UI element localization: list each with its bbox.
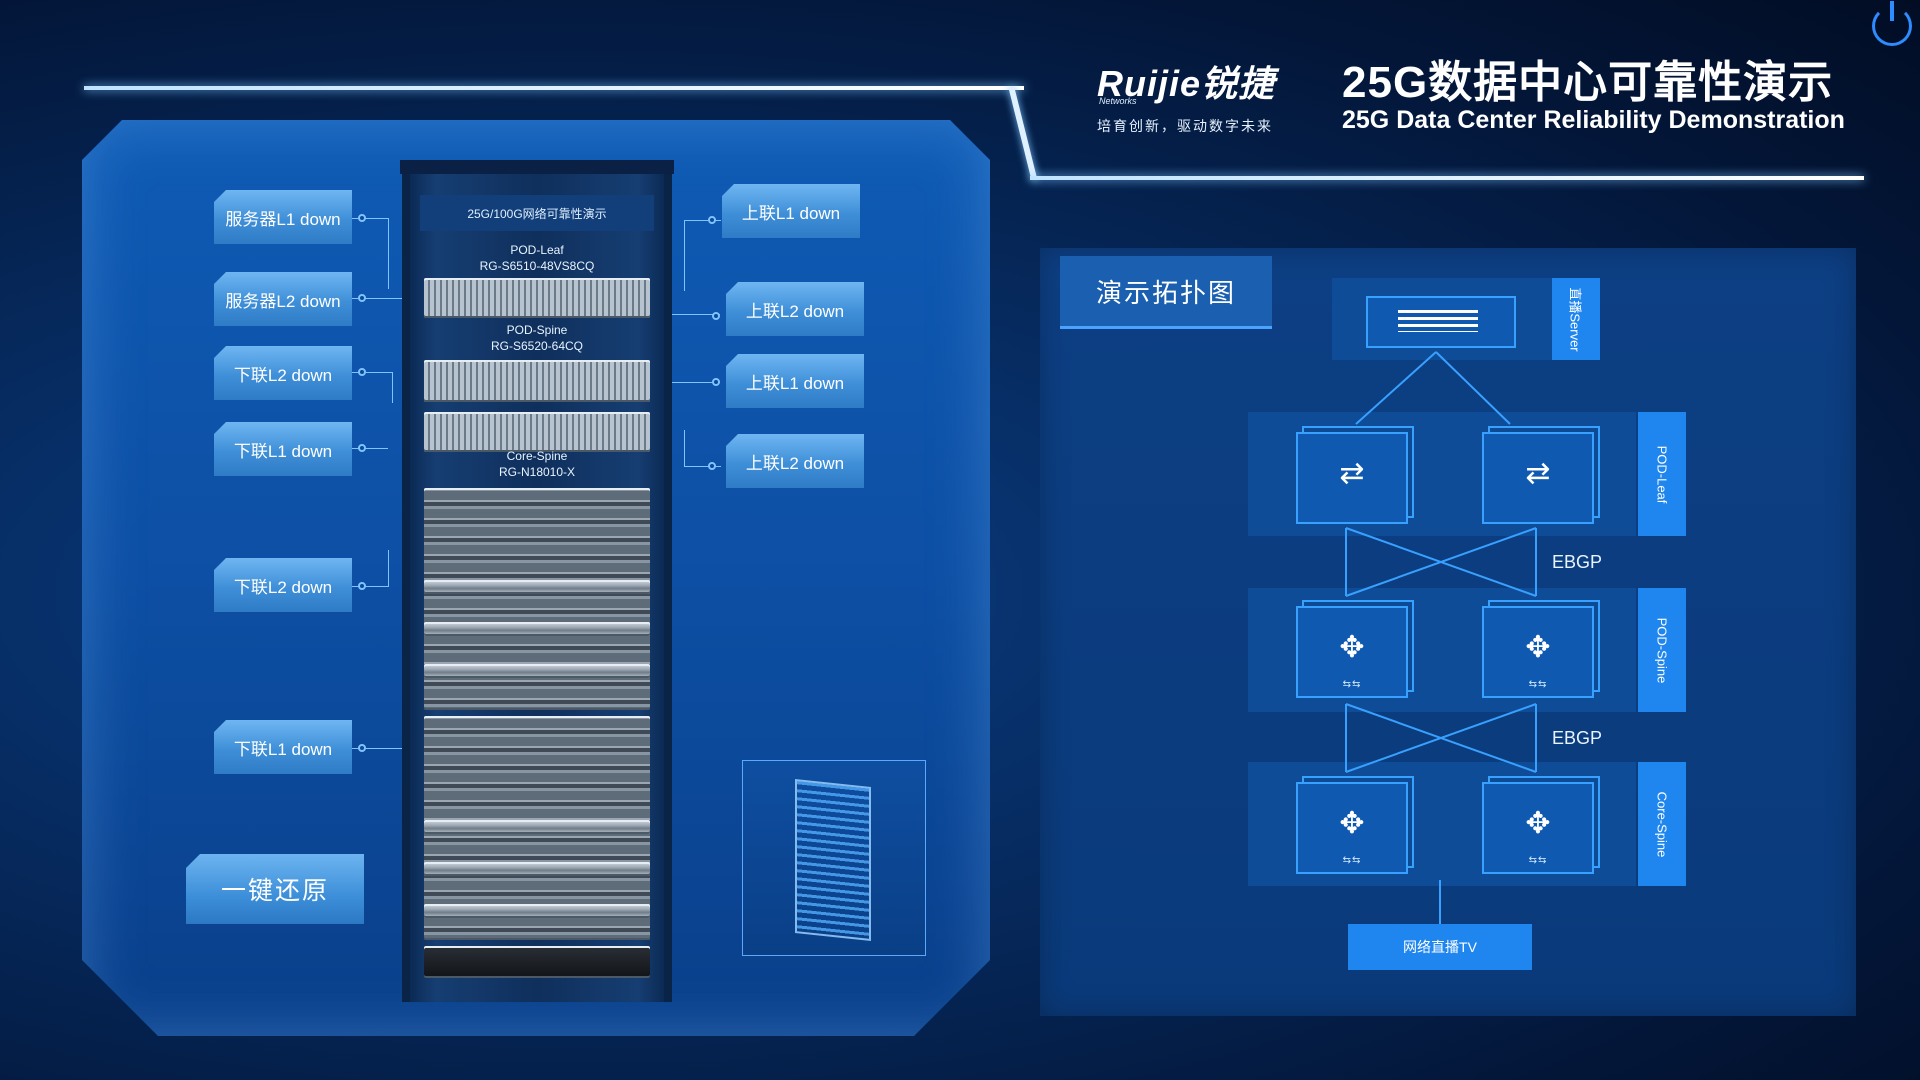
topology-tab[interactable]: 演示拓扑图 (1060, 256, 1272, 329)
switch-arrows-icon: ⇄ (1525, 457, 1551, 490)
pod-leaf-switch-1[interactable]: ⇄ (1296, 432, 1408, 524)
rack-thumbnail-icon (795, 779, 871, 941)
connector (684, 220, 721, 291)
downlink-l1-down-button-2[interactable]: 下联L1 down (214, 720, 352, 774)
connector-dot (358, 582, 366, 590)
core-spine-slot (424, 664, 650, 678)
connector-dot (358, 744, 366, 752)
rack-top (400, 160, 674, 174)
connector-dot (708, 462, 716, 470)
downlink-l2-down-button-2[interactable]: 下联L2 down (214, 558, 352, 612)
core-spine-model: RG-N18010-X (498, 465, 576, 479)
router-ports-icon: ⇆⇆ (1342, 855, 1362, 866)
uplink-l2-down-button-2[interactable]: 上联L2 down (726, 434, 864, 488)
downlink-l2-down-button[interactable]: 下联L2 down (214, 346, 352, 400)
logo-networks: Networks (1099, 96, 1137, 106)
server-l2-down-button[interactable]: 服务器L2 down (214, 272, 352, 326)
core-spine-slot (424, 904, 650, 918)
connector-dot (712, 312, 720, 320)
connector-dot (708, 216, 716, 224)
header-line-left (84, 86, 1024, 90)
connector-dot (358, 368, 366, 376)
router-icon: ✥ (1339, 807, 1365, 840)
ebgp-label-2: EBGP (1552, 728, 1603, 748)
server-l1-down-button[interactable]: 服务器L1 down (214, 190, 352, 244)
connector (352, 748, 402, 749)
core-spine-label: Core-Spine (1638, 762, 1686, 886)
connector (668, 314, 720, 315)
reset-all-button[interactable]: 一键还原 (186, 854, 364, 924)
router-icon: ✥ (1525, 807, 1551, 840)
core-spine-slot (424, 622, 650, 636)
page-title: 25G数据中心可靠性演示 (1342, 58, 1834, 107)
pod-spine-switch-1[interactable] (424, 360, 650, 402)
header-line-right (1030, 176, 1864, 180)
connector-dot (358, 294, 366, 302)
live-tv-button[interactable]: 网络直播TV (1348, 924, 1532, 970)
uplink-l2-down-button[interactable]: 上联L2 down (726, 282, 864, 336)
pod-spine-switch-1[interactable]: ✥ ⇆⇆ (1296, 606, 1408, 698)
pod-leaf-name: POD-Leaf (510, 243, 564, 257)
header-line-slant (1008, 88, 1038, 180)
pod-leaf-label: POD-Leaf (1638, 412, 1686, 536)
core-spine-slot (424, 580, 650, 594)
connector (352, 298, 408, 299)
server-label: 直播Server (1552, 278, 1600, 360)
core-spine-switch-1[interactable]: ✥ ⇆⇆ (1296, 782, 1408, 874)
pod-spine-model: RG-S6520-64CQ (490, 339, 584, 353)
core-spine-switch-2[interactable]: ✥ ⇆⇆ (1482, 782, 1594, 874)
server-icon (1398, 310, 1478, 332)
router-icon: ✥ (1525, 631, 1551, 664)
connector (352, 550, 389, 587)
ruijie-logo: Ruijie锐捷 (1097, 63, 1276, 104)
pod-spine-name: POD-Spine (506, 323, 568, 337)
core-spine-name: Core-Spine (506, 449, 568, 463)
live-server[interactable] (1366, 296, 1516, 348)
downlink-l1-down-button[interactable]: 下联L1 down (214, 422, 352, 476)
connector-dot (358, 214, 366, 222)
rack-thumbnail[interactable] (742, 760, 926, 956)
connector (352, 448, 388, 449)
pod-spine-switch-2[interactable] (424, 412, 650, 452)
pod-leaf-switch[interactable] (424, 278, 650, 318)
switch-arrows-icon: ⇄ (1339, 457, 1365, 490)
connector (668, 372, 720, 383)
connector (352, 372, 393, 403)
connector (684, 430, 721, 467)
connector (352, 218, 389, 289)
uplink-l1-down-button-2[interactable]: 上联L1 down (726, 354, 864, 408)
pod-spine-switch-2[interactable]: ✥ ⇆⇆ (1482, 606, 1594, 698)
uplink-l1-down-button[interactable]: 上联L1 down (722, 184, 860, 238)
core-spine-slot (424, 820, 650, 834)
router-icon: ✥ (1339, 631, 1365, 664)
router-ports-icon: ⇆⇆ (1528, 855, 1548, 866)
logo-slogan: 培育创新，驱动数字未来 (1097, 118, 1273, 134)
pod-leaf-switch-2[interactable]: ⇄ (1482, 432, 1594, 524)
router-ports-icon: ⇆⇆ (1342, 679, 1362, 690)
page-subtitle: 25G Data Center Reliability Demonstratio… (1342, 106, 1845, 134)
power-icon[interactable] (1872, 1, 1912, 46)
core-spine-slot (424, 862, 650, 876)
router-ports-icon: ⇆⇆ (1528, 679, 1548, 690)
ebgp-label-1: EBGP (1552, 552, 1603, 572)
server-unit[interactable] (424, 946, 650, 978)
connector-dot (712, 378, 720, 386)
rack-label: 25G/100G网络可靠性演示 (420, 195, 654, 231)
pod-leaf-model: RG-S6510-48VS8CQ (479, 259, 595, 273)
pod-spine-label: POD-Spine (1638, 588, 1686, 712)
connector-dot (358, 444, 366, 452)
